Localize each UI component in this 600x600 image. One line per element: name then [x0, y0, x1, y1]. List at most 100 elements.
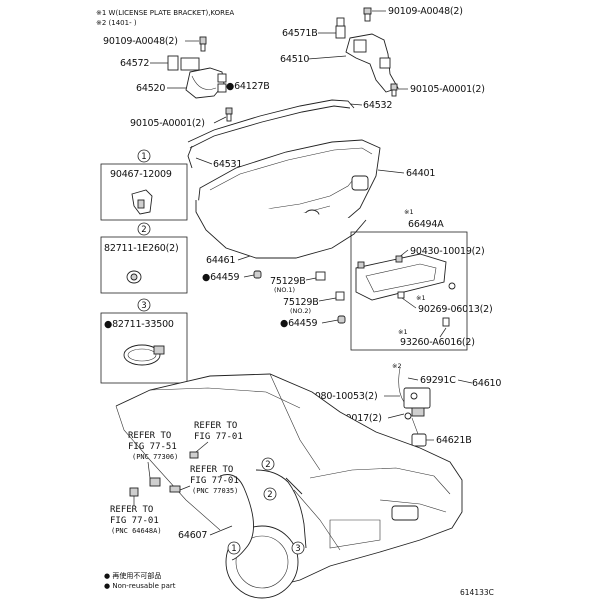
label-64459-b[interactable]: ●64459 — [280, 318, 318, 329]
leader-line — [318, 297, 337, 302]
label-64621b[interactable]: 64621B — [436, 435, 472, 446]
torsion-bar-64531-icon — [189, 105, 351, 149]
hinge-bracket-icon — [167, 55, 200, 71]
leader-line — [179, 485, 191, 491]
note-license-bracket: ※1 W(LICENSE PLATE BRACKET),KOREA — [96, 9, 234, 17]
label-90109-a0048-left[interactable]: 90109-A0048(2) — [103, 36, 178, 47]
label-90105-a0001-left[interactable]: 90105-A0001(2) — [130, 118, 205, 129]
leader-line — [387, 413, 405, 419]
legend-non-reusable-en: ● Non-reusable part — [104, 582, 176, 590]
callout-marker-2-text: 2 — [265, 460, 270, 470]
screw-icon — [448, 282, 456, 290]
leader-line — [305, 277, 317, 281]
leader-line — [195, 441, 209, 453]
trunk-hinge-right-icon — [345, 33, 399, 93]
connector-icon — [149, 477, 161, 487]
callout-marker-1-car — [227, 541, 241, 555]
label-64461[interactable]: 64461 — [206, 255, 236, 266]
label-64127b[interactable]: ●64127B — [226, 81, 270, 92]
clip-icon — [131, 189, 153, 215]
ref-c-line2: FIG 77-01 — [190, 476, 239, 486]
callout-marker-3-text: 3 — [295, 544, 300, 554]
callout-part-90467-12009[interactable]: 90467-12009 — [110, 169, 172, 180]
leader-line — [147, 461, 151, 479]
license-plate-bracket-icon — [355, 253, 447, 301]
label-64572[interactable]: 64572 — [120, 58, 150, 69]
callout-box-2 — [100, 236, 188, 294]
legend-non-reusable-jp: ● 再使用不可部品 — [104, 571, 161, 580]
label-90430-10019[interactable]: 90430-10019(2) — [410, 246, 485, 257]
clip-icon — [253, 270, 262, 279]
leader-line — [457, 379, 473, 384]
connector-icon — [169, 485, 181, 493]
label-75129b-1[interactable]: 75129B — [270, 276, 306, 287]
ref-a-line2: FIG 77-51 — [128, 442, 177, 452]
refer-to-fig-77-01-c[interactable]: REFER TO FIG 77-01 (PNC 77035) — [190, 465, 239, 495]
label-64459-a[interactable]: ●64459 — [202, 272, 240, 283]
callout-marker-2-car — [261, 457, 275, 471]
bolt-icon — [390, 83, 398, 97]
callout-marker-3 — [137, 298, 151, 312]
label-64532[interactable]: 64532 — [363, 100, 393, 111]
hinge-cover-icon — [335, 17, 346, 39]
ref-b-line2: FIG 77-01 — [194, 432, 243, 442]
car-body-icon — [115, 373, 463, 591]
label-69291c[interactable]: 69291C — [420, 375, 456, 386]
bolt-icon — [404, 412, 412, 420]
label-64510[interactable]: 64510 — [280, 54, 310, 65]
callout-part-82711-33500[interactable]: ●82711-33500 — [104, 319, 174, 330]
label-66494a[interactable]: 66494A — [408, 219, 444, 230]
license-bracket-box — [350, 231, 468, 351]
leader-line — [439, 327, 447, 338]
label-90109-a0048-right[interactable]: 90109-A0048(2) — [388, 6, 463, 17]
wire-harness-icon — [285, 477, 303, 495]
callout-part-82711-1e260[interactable]: 82711-1E260(2) — [104, 243, 179, 254]
label-75129b-2[interactable]: 75129B — [283, 297, 319, 308]
ref-a-line1: REFER TO — [128, 431, 171, 441]
label-no2: (NO.2) — [290, 307, 311, 315]
label-64520[interactable]: 64520 — [136, 83, 166, 94]
callout-marker-2b-text: 2 — [267, 490, 272, 500]
connector-icon — [129, 487, 139, 497]
drawing-code: 614133C — [460, 588, 494, 597]
label-90269-06013[interactable]: 90269-06013(2) — [418, 304, 493, 315]
label-90080-10053[interactable]: 90080-10053(2) — [303, 391, 378, 402]
refer-to-fig-77-01-b[interactable]: REFER TO FIG 77-01 — [194, 421, 243, 442]
bolt-icon — [363, 7, 372, 22]
callout-number-3: 3 — [141, 301, 146, 311]
lock-cable-icon — [398, 367, 405, 403]
callout-marker-2 — [137, 222, 151, 236]
mark-note1b: ※1 — [416, 294, 426, 302]
label-90105-a0001-right[interactable]: 90105-A0001(2) — [410, 84, 485, 95]
trunk-hinge-left-icon — [185, 67, 227, 99]
bolt-icon — [225, 107, 233, 122]
bolt-icon — [199, 36, 207, 52]
label-64607[interactable]: 64607 — [178, 530, 208, 541]
refer-to-fig-77-01-d[interactable]: REFER TO FIG 77-01 (PNC 64648A) — [110, 505, 162, 535]
leader-line — [209, 525, 233, 536]
label-64531[interactable]: 64531 — [213, 159, 243, 170]
callout-marker-1-text: 1 — [231, 544, 236, 554]
clip-icon — [337, 315, 346, 324]
leader-line — [349, 103, 363, 106]
label-93260-a6016[interactable]: 93260-A6016(2) — [400, 337, 475, 348]
label-64571b[interactable]: 64571B — [282, 28, 318, 39]
callout-marker-1 — [137, 149, 151, 163]
label-no1: (NO.1) — [274, 286, 295, 294]
callout-box-3 — [100, 312, 188, 384]
ref-d-line2: FIG 77-01 — [110, 516, 159, 526]
weatherstrip-icon — [195, 200, 367, 259]
leader-line — [213, 116, 227, 124]
refer-to-fig-77-51[interactable]: REFER TO FIG 77-51 (PNC 77306) — [128, 431, 178, 461]
leader-line — [407, 377, 419, 381]
screw-icon — [442, 317, 450, 327]
note-date-range: ※2 (1401- ) — [96, 19, 137, 27]
callout-marker-3-car — [291, 541, 305, 555]
label-64610[interactable]: 64610 — [472, 378, 502, 389]
wire-clamp-icon — [123, 344, 165, 366]
bolt-icon — [395, 255, 403, 263]
label-64401[interactable]: 64401 — [406, 168, 436, 179]
callout-number-1: 1 — [141, 152, 146, 162]
leader-line — [401, 297, 417, 309]
